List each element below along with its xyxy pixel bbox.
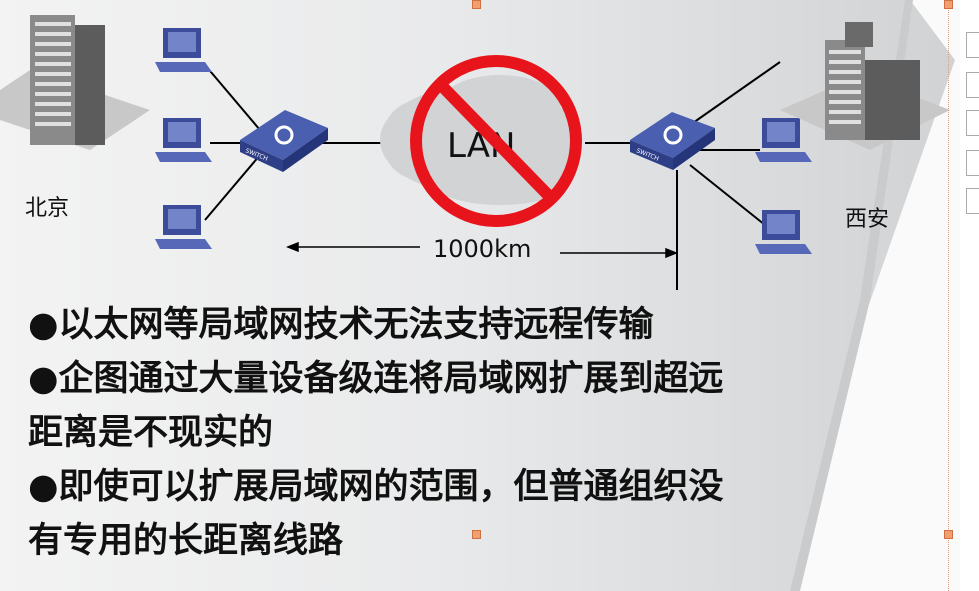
distance-arrow — [285, 241, 679, 259]
resize-handle-top-right[interactable] — [944, 0, 953, 9]
prohibited-icon — [410, 55, 582, 227]
bullet-item-continuation: 距离是不现实的 — [28, 413, 274, 453]
computer-icon — [755, 118, 812, 162]
slide-thumbnail[interactable] — [966, 188, 979, 214]
resize-handle-top[interactable] — [472, 0, 481, 9]
distance-label: 1000km — [433, 235, 531, 263]
resize-handle-bottom[interactable] — [472, 530, 481, 539]
bullet-list: ●以太网等局域网技术无法支持远程传输 ●企图通过大量设备级连将局域网扩展到超远 … — [28, 298, 938, 568]
bullet-item-continuation: 有专用的长距离线路 — [28, 521, 344, 561]
bullet-item: ●以太网等局域网技术无法支持远程传输 — [28, 305, 654, 345]
computer-icon — [155, 118, 212, 162]
resize-handle-right-bottom[interactable] — [944, 530, 953, 539]
lan-cloud — [380, 75, 580, 205]
city-label-xian: 西安 — [845, 207, 889, 232]
building-icon-beijing — [0, 15, 150, 150]
slide-thumbnail[interactable] — [966, 150, 979, 176]
slide-thumbnail[interactable] — [966, 32, 979, 58]
computer-icon — [755, 210, 812, 254]
slide-thumbnail-panel[interactable] — [962, 0, 979, 591]
computer-icon — [155, 205, 212, 249]
switch-icon-left — [240, 110, 328, 172]
city-label-beijing: 北京 — [25, 196, 69, 221]
building-icon-xian — [780, 22, 950, 150]
computer-icon — [155, 28, 212, 72]
slide-thumbnail[interactable] — [966, 110, 979, 136]
computer-icons — [155, 28, 812, 254]
slide-decoration-curve — [790, 0, 913, 591]
bullet-item: ●即使可以扩展局域网的范围，但普通组织没 — [28, 467, 724, 507]
bullet-item: ●企图通过大量设备级连将局域网扩展到超远 — [28, 359, 724, 399]
selection-border — [948, 0, 949, 591]
slide-thumbnail[interactable] — [966, 72, 979, 98]
switch-icon-right — [630, 112, 715, 170]
